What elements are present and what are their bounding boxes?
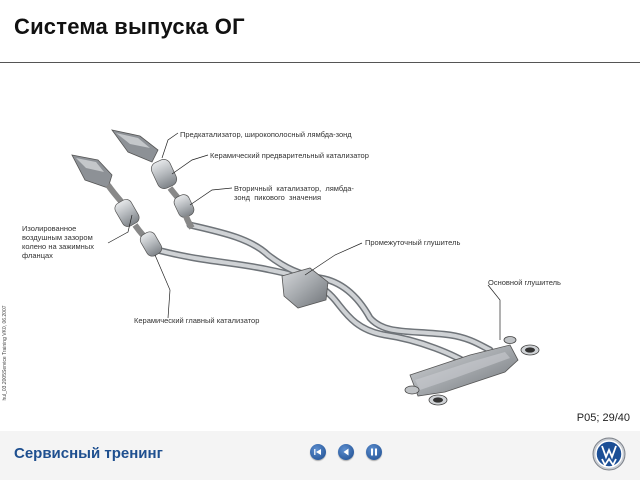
previous-page-button[interactable]: [338, 444, 354, 460]
main-muffler: [404, 336, 540, 406]
footer-bar: Сервисный тренинг: [0, 431, 640, 480]
pause-button[interactable]: [366, 444, 382, 460]
footer-title: Сервисный тренинг: [14, 445, 163, 462]
label-secondary-catalyst: Вторичный катализатор, лямбда- зонд пико…: [234, 184, 354, 202]
lower-pipe-line: [146, 244, 474, 369]
label-ceramic-precatalyst: Керамический предварительный катализатор: [210, 151, 369, 160]
page-number: P05; 29/40: [576, 412, 630, 424]
middle-silencer: [281, 267, 329, 309]
pause-icon: [371, 448, 377, 456]
upper-pipe-line: [186, 221, 494, 354]
left-bank: [71, 154, 163, 257]
leader-lines: [107, 132, 501, 340]
page-title: Система выпуска ОГ: [14, 14, 245, 39]
first-page-icon: [314, 449, 321, 455]
exhaust-system-diagram: [71, 129, 540, 406]
label-middle-silencer: Промежуточный глушитель: [365, 238, 461, 247]
label-insulated-elbow: Изолированное воздушным зазором колено н…: [22, 224, 94, 260]
label-precatalyst: Предкатализатор, широкополосный лямбда-з…: [180, 130, 352, 139]
label-main-muffler: Основной глушитель: [488, 278, 561, 287]
previous-icon: [343, 448, 349, 456]
first-page-button[interactable]: [310, 444, 326, 460]
vw-logo-icon: [592, 437, 626, 471]
right-bank: [111, 129, 195, 230]
label-ceramic-main-catalyst: Керамический главный катализатор: [134, 316, 260, 325]
title-divider: [0, 62, 640, 63]
